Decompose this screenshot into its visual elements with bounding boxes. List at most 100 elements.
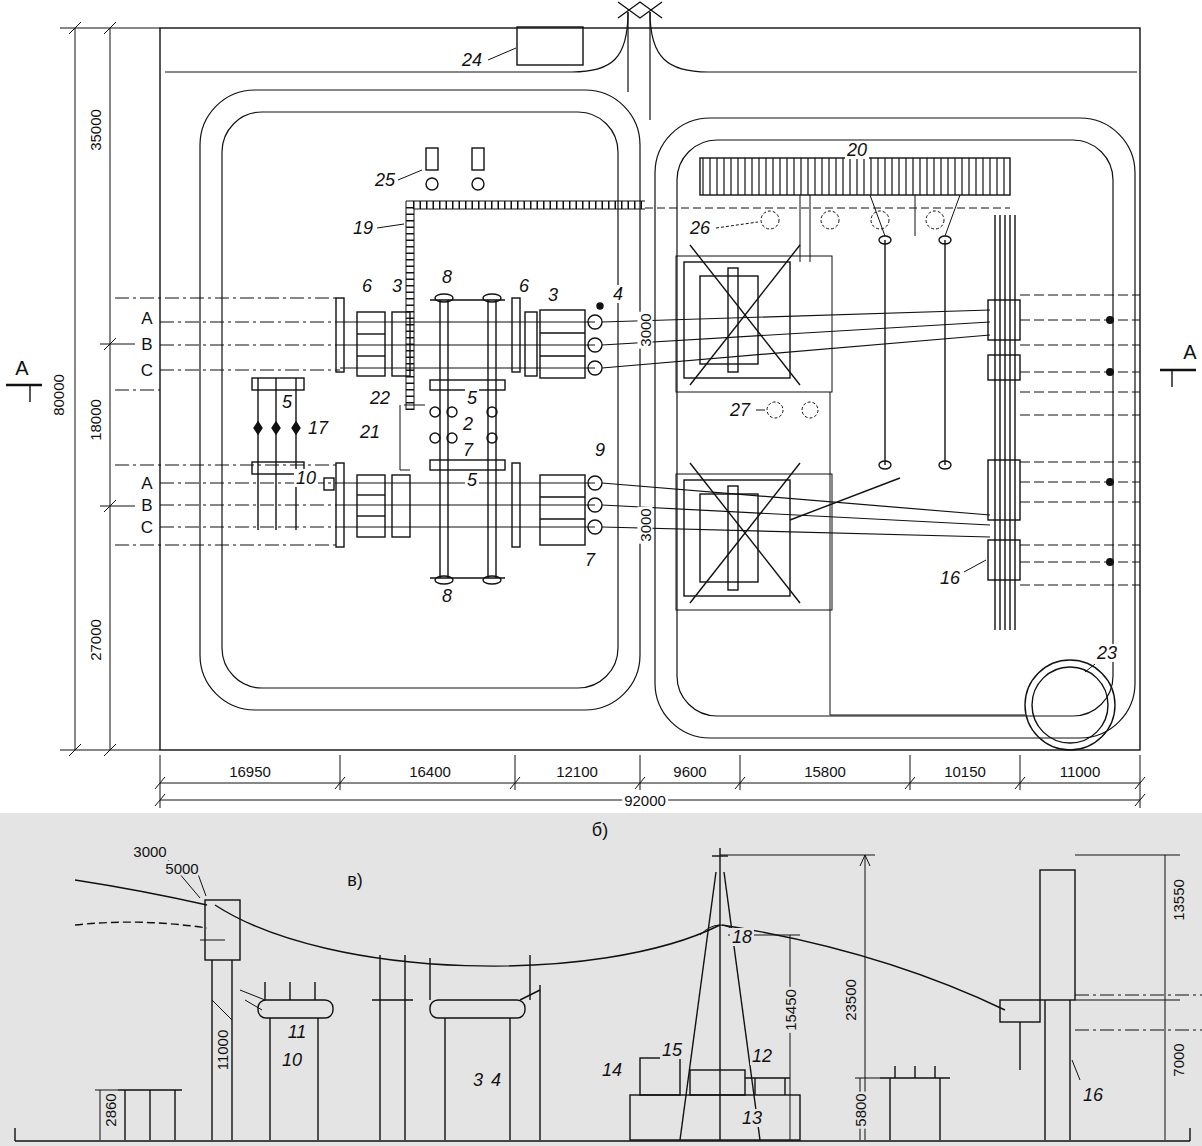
section-view: [14, 1128, 15, 1141]
phase-lines: [340, 504, 595, 505]
portal-right: [1000, 870, 1080, 1140]
symbol-25: [398, 148, 484, 190]
view-letter: в): [345, 871, 365, 889]
phase-label: A: [139, 310, 154, 327]
portal-left: [205, 900, 240, 1140]
dimension: 35000: [88, 107, 103, 153]
outgoing-wire: [722, 925, 1005, 1010]
dimension-lines: [860, 855, 870, 866]
symbol-4-9: [588, 476, 602, 490]
busbar-8: [430, 299, 505, 300]
dimension: 5800: [853, 1091, 868, 1128]
equipment-table: [889, 1078, 890, 1140]
roads: [649, 12, 650, 120]
outgoing-lines: [1020, 320, 1140, 321]
dimension-lines: [1135, 794, 1145, 806]
equipment-10-11: [269, 1018, 270, 1140]
callout-number: 15: [660, 1041, 684, 1059]
callout-number: 8: [440, 587, 454, 605]
dimension-lines: [60, 750, 160, 751]
symbol-27: [756, 410, 765, 411]
section-ground: [0, 813, 1202, 1146]
portal-plates: [336, 298, 344, 372]
portal-18: [745, 1077, 790, 1078]
roads: [200, 90, 640, 710]
equipment-5-2-7: [430, 433, 440, 443]
roads: [222, 112, 618, 688]
cable-21-22: [404, 405, 425, 406]
symbol-4-9: [588, 361, 602, 375]
dimension-lines: [790, 935, 791, 1140]
roads: [677, 140, 1113, 716]
line-dots: [1106, 368, 1114, 376]
leader-line: [198, 874, 206, 896]
dimension: 11000: [215, 1028, 230, 1073]
callout-number: 5: [465, 389, 479, 407]
callout-number: 13: [740, 1109, 764, 1127]
phase-lines: [160, 369, 340, 370]
section-cut-marks: [29, 385, 30, 402]
phase-lines: [115, 298, 990, 545]
callout-number: 20: [845, 141, 869, 159]
portal-right: [1000, 1000, 1040, 1022]
callout-number: 9: [593, 441, 607, 459]
outgoing-lines: [1020, 345, 1140, 346]
phase-lines: [602, 505, 990, 525]
equipment-17: [252, 378, 334, 530]
reactor: [939, 461, 951, 469]
view-letter: б): [590, 821, 610, 839]
oil-tank-23: [1025, 660, 1115, 750]
equipment-table: [934, 1066, 935, 1078]
portal-18: [630, 1095, 800, 1140]
oil-tank-23: [830, 392, 1025, 715]
phase-label: C: [139, 519, 155, 536]
post-insulators: [174, 1090, 175, 1140]
section-cut-marks: [1160, 369, 1196, 372]
breaker-3-4: [444, 1018, 445, 1140]
structure-16: [988, 460, 1020, 520]
portal-18: [680, 872, 716, 1140]
dimension: 12100: [554, 764, 600, 779]
equipment-10-11: [240, 990, 265, 1010]
structure-16: [1014, 215, 1015, 630]
power-transformer: [690, 463, 800, 603]
callout-number: 4: [611, 285, 625, 303]
phase-lines: [115, 298, 340, 545]
power-transformer: [684, 480, 790, 596]
dimension: 27000: [88, 617, 103, 663]
symbol-27: [767, 402, 783, 418]
outgoing-lines: [1020, 585, 1140, 586]
callout-number: 24: [460, 51, 484, 69]
portal-plates: [336, 463, 344, 547]
dimension-lines: [635, 777, 645, 789]
portal-right: [1044, 1000, 1045, 1140]
oil-tank-23: [830, 392, 1115, 750]
power-transformer: [684, 262, 790, 378]
equipment-table: [880, 1066, 950, 1140]
callout-number: 18: [730, 928, 754, 946]
busbar-8: [430, 577, 505, 578]
disconnector-6: [357, 494, 385, 495]
structure-16: [999, 215, 1000, 630]
structure-16: [1004, 215, 1005, 630]
dimension-lines: [740, 755, 741, 790]
section-cut-marks: [1171, 370, 1172, 387]
dimension: 10150: [942, 764, 988, 779]
dimension: 11000: [1058, 764, 1103, 779]
equipment-table: [914, 1066, 915, 1078]
dimension-lines: [1135, 777, 1145, 789]
phase-lines: [340, 526, 595, 527]
callout-number: 2: [461, 415, 475, 433]
reactor: [879, 236, 891, 244]
symbol-27: [756, 402, 818, 418]
callout-number: 3: [471, 1071, 485, 1089]
symbol-4-9: [588, 520, 602, 534]
structure-16: [964, 560, 986, 572]
line-dots: [1106, 478, 1114, 486]
dimension-lines: [855, 1078, 880, 1079]
dimension: 3000: [638, 506, 653, 543]
reactor: [870, 195, 960, 236]
symbol-26: [761, 211, 779, 229]
